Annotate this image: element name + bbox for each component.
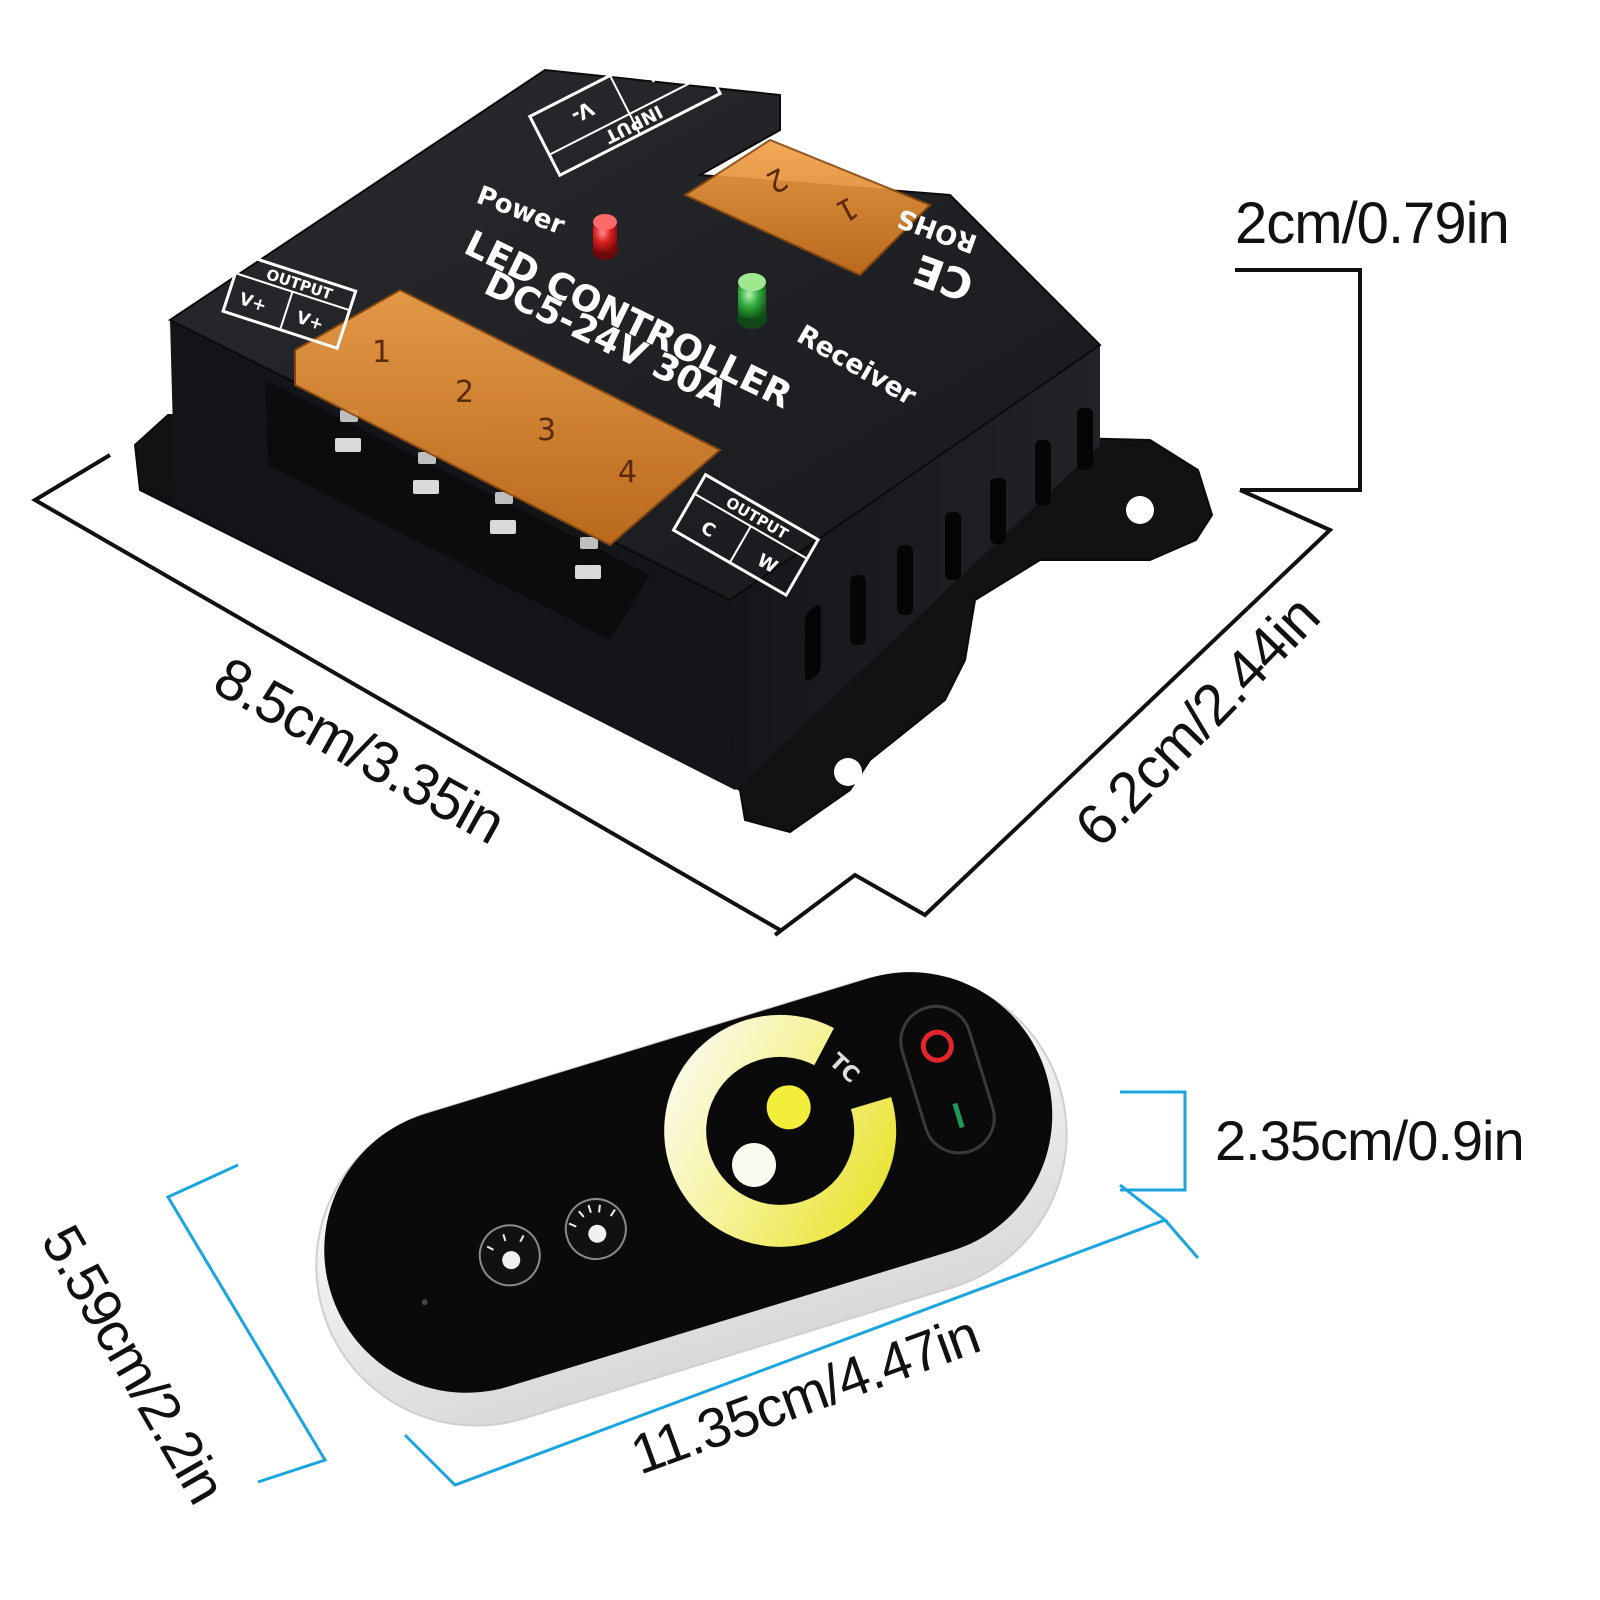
terminal-number-3: 3	[537, 413, 556, 448]
remote-width-label: 5.59cm/2.2in	[30, 1215, 239, 1514]
remote-thickness-label: 2.35cm/0.9in	[1215, 1109, 1524, 1172]
power-on-icon[interactable]	[920, 1029, 955, 1064]
terminal-block	[265, 380, 650, 640]
led-controller: 1 2 3 4 2 1 INPUT V+ V- OUTPUT V+ V+	[133, 32, 1214, 834]
controller-width-label: 6.2cm/2.44in	[1063, 584, 1332, 859]
brightness-down-button[interactable]	[472, 1218, 547, 1293]
indicator-dot	[421, 1299, 428, 1306]
power-switch[interactable]	[892, 998, 1003, 1162]
terminal-number-4: 4	[618, 455, 637, 490]
height-dimension-line	[1235, 268, 1362, 492]
length-dimension-line-remote	[403, 1183, 1169, 1487]
controller-height-label: 2cm/0.79in	[1235, 191, 1509, 256]
output-terminal-cover	[294, 288, 722, 547]
housing-side-right	[730, 345, 1100, 790]
power-led	[592, 214, 618, 260]
length-dimension-line	[31, 453, 781, 932]
terminal-number-labels: 1 2 3 4	[372, 335, 637, 490]
mounting-hole	[1126, 496, 1154, 524]
bulb-bright-icon	[588, 1224, 607, 1243]
power-off-icon[interactable]	[952, 1102, 965, 1129]
vent-slots	[805, 408, 1093, 681]
receiver-led	[737, 273, 767, 329]
terminal-number-2: 2	[455, 375, 474, 410]
remote-dimension-lines	[165, 1090, 1200, 1487]
width-dimension-line	[773, 488, 1334, 937]
thickness-dimension-line	[1120, 1090, 1187, 1192]
touch-remote: TC	[315, 972, 1068, 1427]
terminal-screws	[335, 410, 601, 579]
brightness-up-button[interactable]	[558, 1192, 633, 1267]
width-dimension-line-remote	[165, 1163, 328, 1484]
input-terminal-cover	[682, 138, 932, 277]
cool-white-dot	[732, 1142, 777, 1187]
warm-white-dot	[766, 1085, 811, 1130]
mounting-hole	[834, 758, 862, 786]
controller-dimension-lines	[31, 268, 1362, 937]
bulb-dim-icon	[502, 1251, 521, 1270]
terminal-number-1: 1	[372, 335, 391, 370]
